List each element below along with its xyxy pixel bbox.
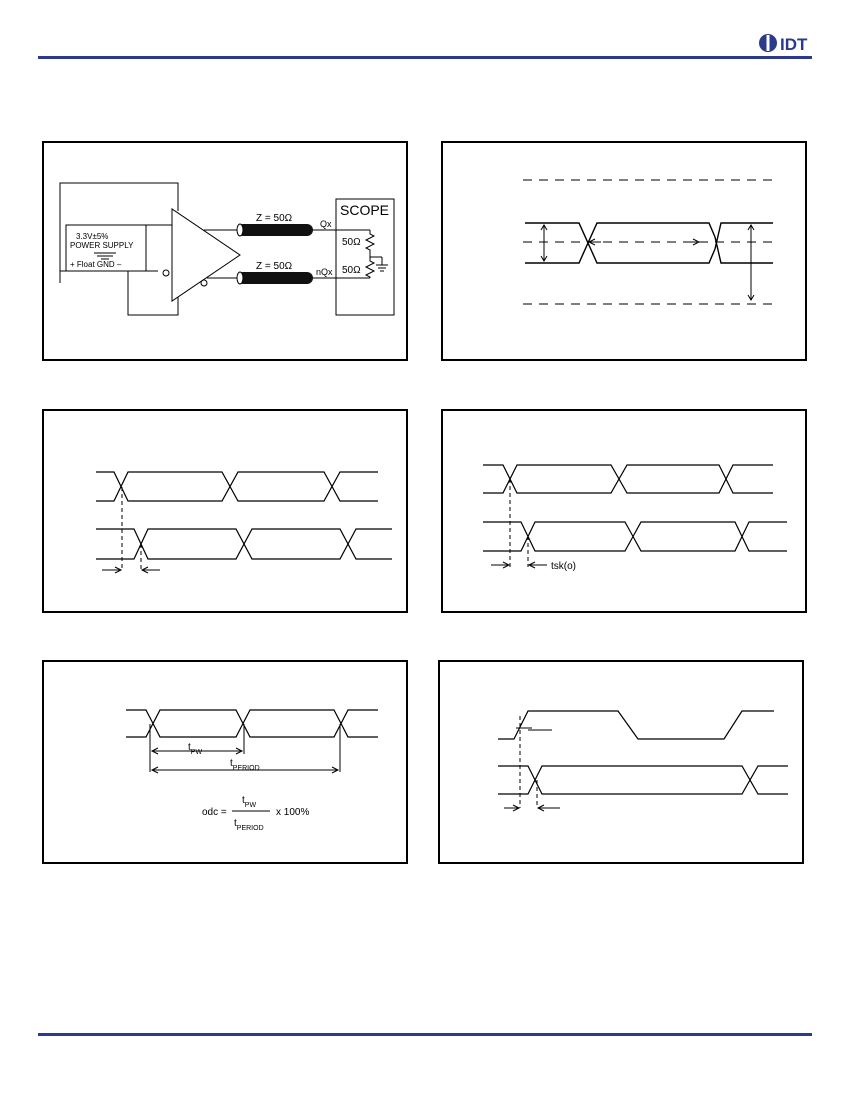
power-supply-box: [65, 224, 147, 272]
output-inverting-bubble: [200, 279, 208, 287]
logo-text: IDT: [780, 35, 808, 54]
resistor-bottom-label: 50Ω: [342, 265, 361, 276]
impedance-bottom-label: Z = 50Ω: [256, 261, 293, 272]
transmission-line-top: [236, 223, 313, 237]
output-qx-label: Qx: [320, 219, 332, 229]
resistor-top-label: 50Ω: [342, 237, 361, 248]
transmission-line-bottom: [236, 271, 313, 285]
output-nqx-label: nQx: [316, 267, 333, 277]
input-output-timing-diagram: [498, 710, 788, 812]
footer-rule: [38, 1033, 812, 1036]
scope-box: [335, 198, 395, 316]
resistor-top: [364, 230, 376, 257]
input-bubble: [162, 269, 170, 277]
impedance-top-label: Z = 50Ω: [256, 213, 293, 224]
duty-cycle-diagram: tPW tPERIOD odc = tPW tPERIOD x 100%: [126, 709, 378, 832]
resistor-bottom: [364, 257, 376, 278]
duty-cycle-figure: tPW tPERIOD odc = tPW tPERIOD x 100%: [42, 660, 408, 864]
tpw-label: tPW: [188, 742, 202, 756]
supply-terminals-label: + Float GND –: [70, 260, 122, 269]
test-circuit-diagram: 3.3V±5% POWER SUPPLY + Float GND – Z = 5…: [59, 182, 395, 316]
formula-rhs: x 100%: [276, 807, 309, 818]
formula-denominator: tPERIOD: [234, 818, 264, 832]
propagation-delay-figure: [42, 409, 408, 613]
output-skew-diagram: tsk(o): [483, 464, 787, 572]
output-waveform-figure: [441, 141, 807, 361]
supply-name-label: POWER SUPPLY: [70, 241, 134, 250]
output-waveform-diagram: [523, 179, 773, 305]
output-skew-figure: tsk(o): [441, 409, 807, 613]
test-circuit-figure: 3.3V±5% POWER SUPPLY + Float GND – Z = 5…: [42, 141, 408, 361]
tperiod-label: tPERIOD: [230, 758, 260, 772]
scope-label: SCOPE: [340, 202, 389, 218]
propagation-delay-diagram: [96, 471, 392, 574]
header-rule: [38, 56, 812, 59]
idt-logo: IDT: [759, 34, 808, 54]
input-output-timing-figure: [438, 660, 804, 864]
supply-voltage-label: 3.3V±5%: [76, 232, 108, 241]
amplifier-symbol: [171, 208, 241, 302]
formula-lhs: odc =: [202, 807, 227, 818]
formula-numerator: tPW: [242, 795, 256, 809]
skew-label: tsk(o): [551, 561, 576, 572]
